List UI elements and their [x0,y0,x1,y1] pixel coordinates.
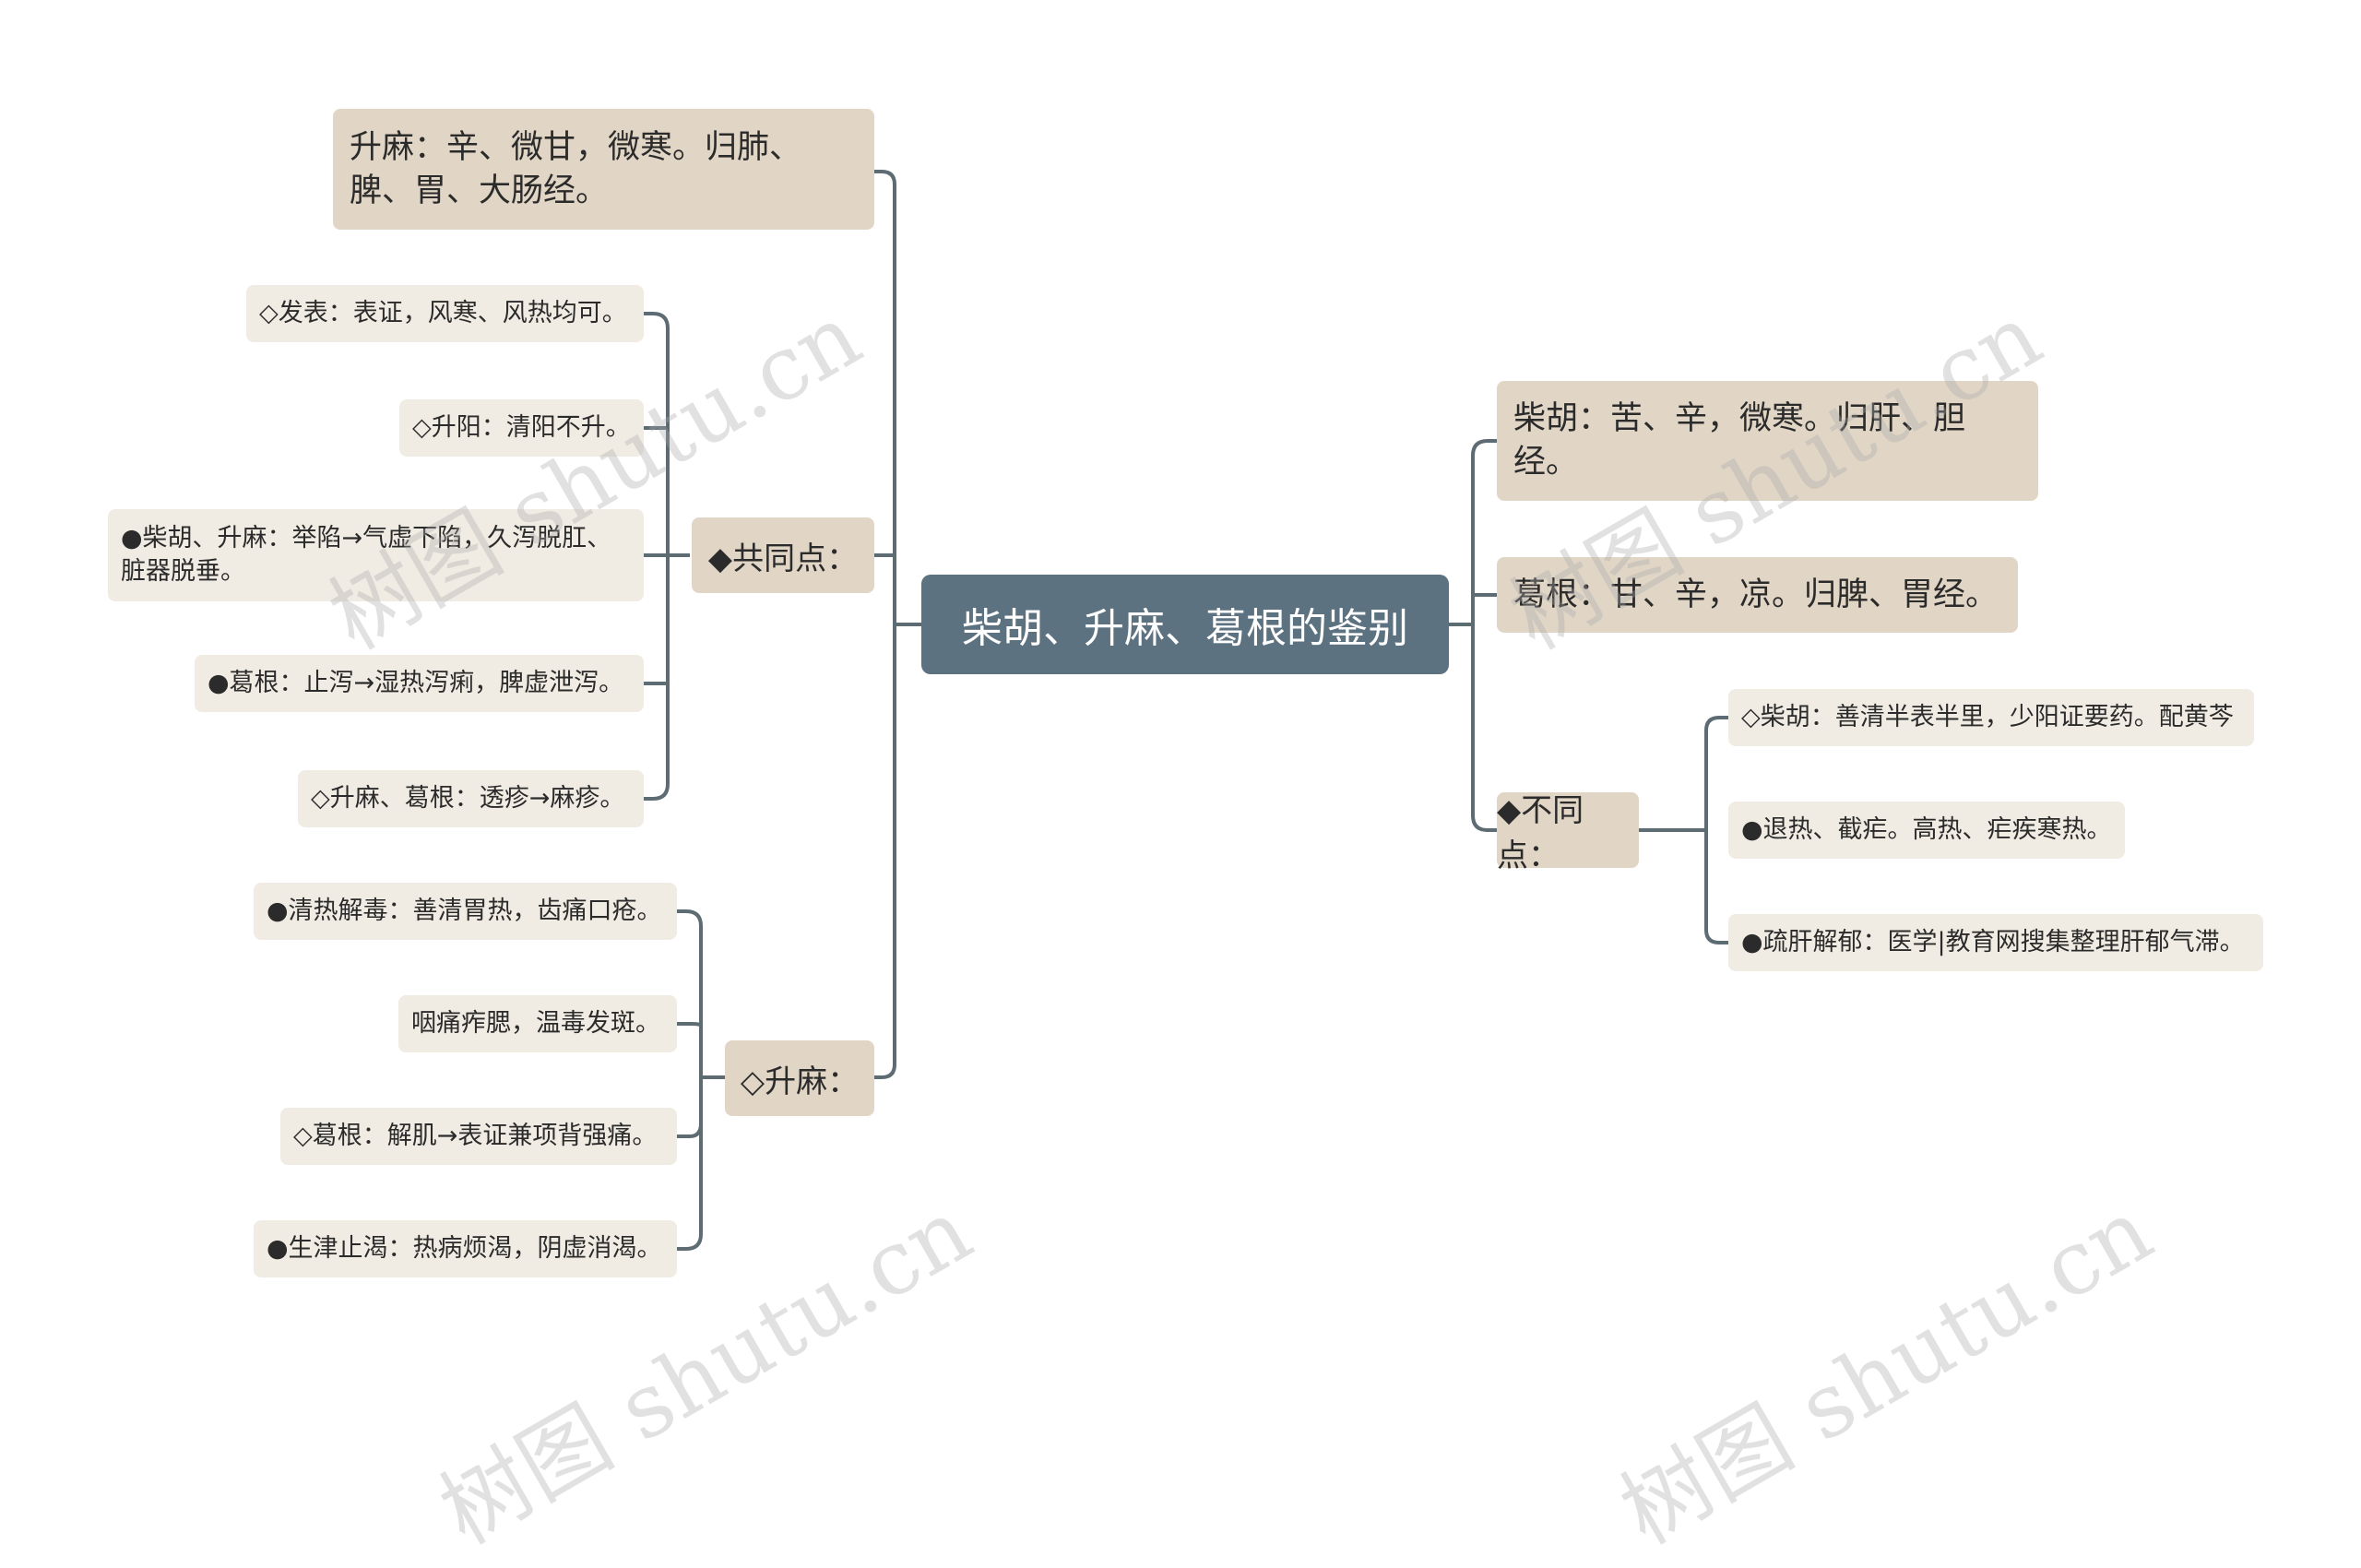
difference-item-1[interactable]: ◇柴胡：善清半表半里，少阳证要药。配黄芩 [1728,689,2254,746]
common-item-1[interactable]: ◇发表：表证，风寒、风热均可。 [246,285,644,342]
shengma-property-node[interactable]: 升麻：辛、微甘，微寒。归肺、脾、胃、大肠经。 [333,109,874,230]
root-title: 柴胡、升麻、葛根的鉴别 [962,605,1408,652]
common-points-label: ◆共同点： [707,540,859,577]
difference-item-3-text: ●疏肝解郁：医学|教育网搜集整理肝郁气滞。 [1741,928,2245,956]
shengma-item-1-text: ●清热解毒：善清胃热，齿痛口疮。 [267,897,662,925]
connector-right-1 [1471,439,1497,457]
gegen-property-node[interactable]: 葛根：甘、辛，凉。归脾、胃经。 [1497,557,2018,633]
shengma-item-4[interactable]: ●生津止渴：热病烦渴，阴虚消渴。 [254,1220,677,1277]
connector-diff-1 [1704,716,1728,731]
chaihu-property-node[interactable]: 柴胡：苦、辛，微寒。归肝、胆经。 [1497,381,2038,501]
connector-shengma-3 [677,1123,703,1138]
shengma-property-text: 升麻：辛、微甘，微寒。归肺、脾、胃、大肠经。 [350,128,802,209]
connector-left-trunk [874,170,896,624]
shengma-item-3[interactable]: ◇葛根：解肌→表证兼项背强痛。 [280,1108,677,1165]
shengma-item-2[interactable]: 咽痛痄腮，温毒发斑。 [398,995,677,1052]
chaihu-property-text: 柴胡：苦、辛，微寒。归肝、胆经。 [1513,400,1966,481]
difference-item-2-text: ●退热、截疟。高热、疟疾寒热。 [1741,815,2112,844]
connector-shengma-2 [677,1022,703,1028]
connector-right-3 [1471,814,1497,832]
connector-lines [644,170,1728,1251]
differences-label: ◆不同点： [1497,792,1584,874]
common-item-4[interactable]: ●葛根：止泻→湿热泻痢，脾虚泄泻。 [195,655,644,712]
shengma-item-4-text: ●生津止渴：热病烦渴，阴虚消渴。 [267,1234,662,1263]
connector-common-5 [644,783,670,801]
difference-item-1-text: ◇柴胡：善清半表半里，少阳证要药。配黄芩 [1741,703,2234,731]
connector-diff-3 [1704,929,1728,944]
shengma-item-2-text: 咽痛痄腮，温毒发斑。 [411,1009,660,1038]
common-item-3[interactable]: ●柴胡、升麻：举陷→气虚下陷，久泻脱肛、脏器脱垂。 [108,509,644,601]
difference-item-2[interactable]: ●退热、截疟。高热、疟疾寒热。 [1728,802,2125,859]
common-item-4-text: ●葛根：止泻→湿热泻痢，脾虚泄泻。 [208,669,624,697]
difference-item-3[interactable]: ●疏肝解郁：医学|教育网搜集整理肝郁气滞。 [1728,914,2263,971]
common-item-1-text: ◇发表：表证，风寒、风热均可。 [259,299,627,327]
differences-node[interactable]: ◆不同点： [1497,792,1639,874]
connector-shengma-1 [677,909,703,927]
common-item-2-text: ◇升阳：清阳不升。 [412,413,631,442]
gegen-property-text: 葛根：甘、辛，凉。归脾、胃经。 [1513,576,1999,613]
shengma-node[interactable]: ◇升麻： [725,1040,874,1116]
common-item-5-text: ◇升麻、葛根：透疹→麻疹。 [311,784,625,813]
common-points-node[interactable]: ◆共同点： [692,517,874,593]
shengma-item-3-text: ◇葛根：解肌→表证兼项背强痛。 [293,1122,658,1150]
common-item-5[interactable]: ◇升麻、葛根：透疹→麻疹。 [298,770,644,827]
common-item-3-text: ●柴胡、升麻：举陷→气虚下陷，久泻脱肛、脏器脱垂。 [121,524,612,586]
root-node[interactable]: 柴胡、升麻、葛根的鉴别 [921,575,1449,674]
connector-shengma-4 [677,1233,703,1251]
mind-map: 柴胡、升麻、葛根的鉴别 升麻：辛、微甘，微寒。归肺、脾、胃、大肠经。 ◆共同点：… [108,109,2263,1564]
connector-left-trunk-down [874,624,896,1079]
shengma-label: ◇升麻： [740,1063,860,1100]
common-item-2[interactable]: ◇升阳：清阳不升。 [399,399,644,457]
connector-common-1 [644,312,670,329]
shengma-item-1[interactable]: ●清热解毒：善清胃热，齿痛口疮。 [254,883,677,940]
